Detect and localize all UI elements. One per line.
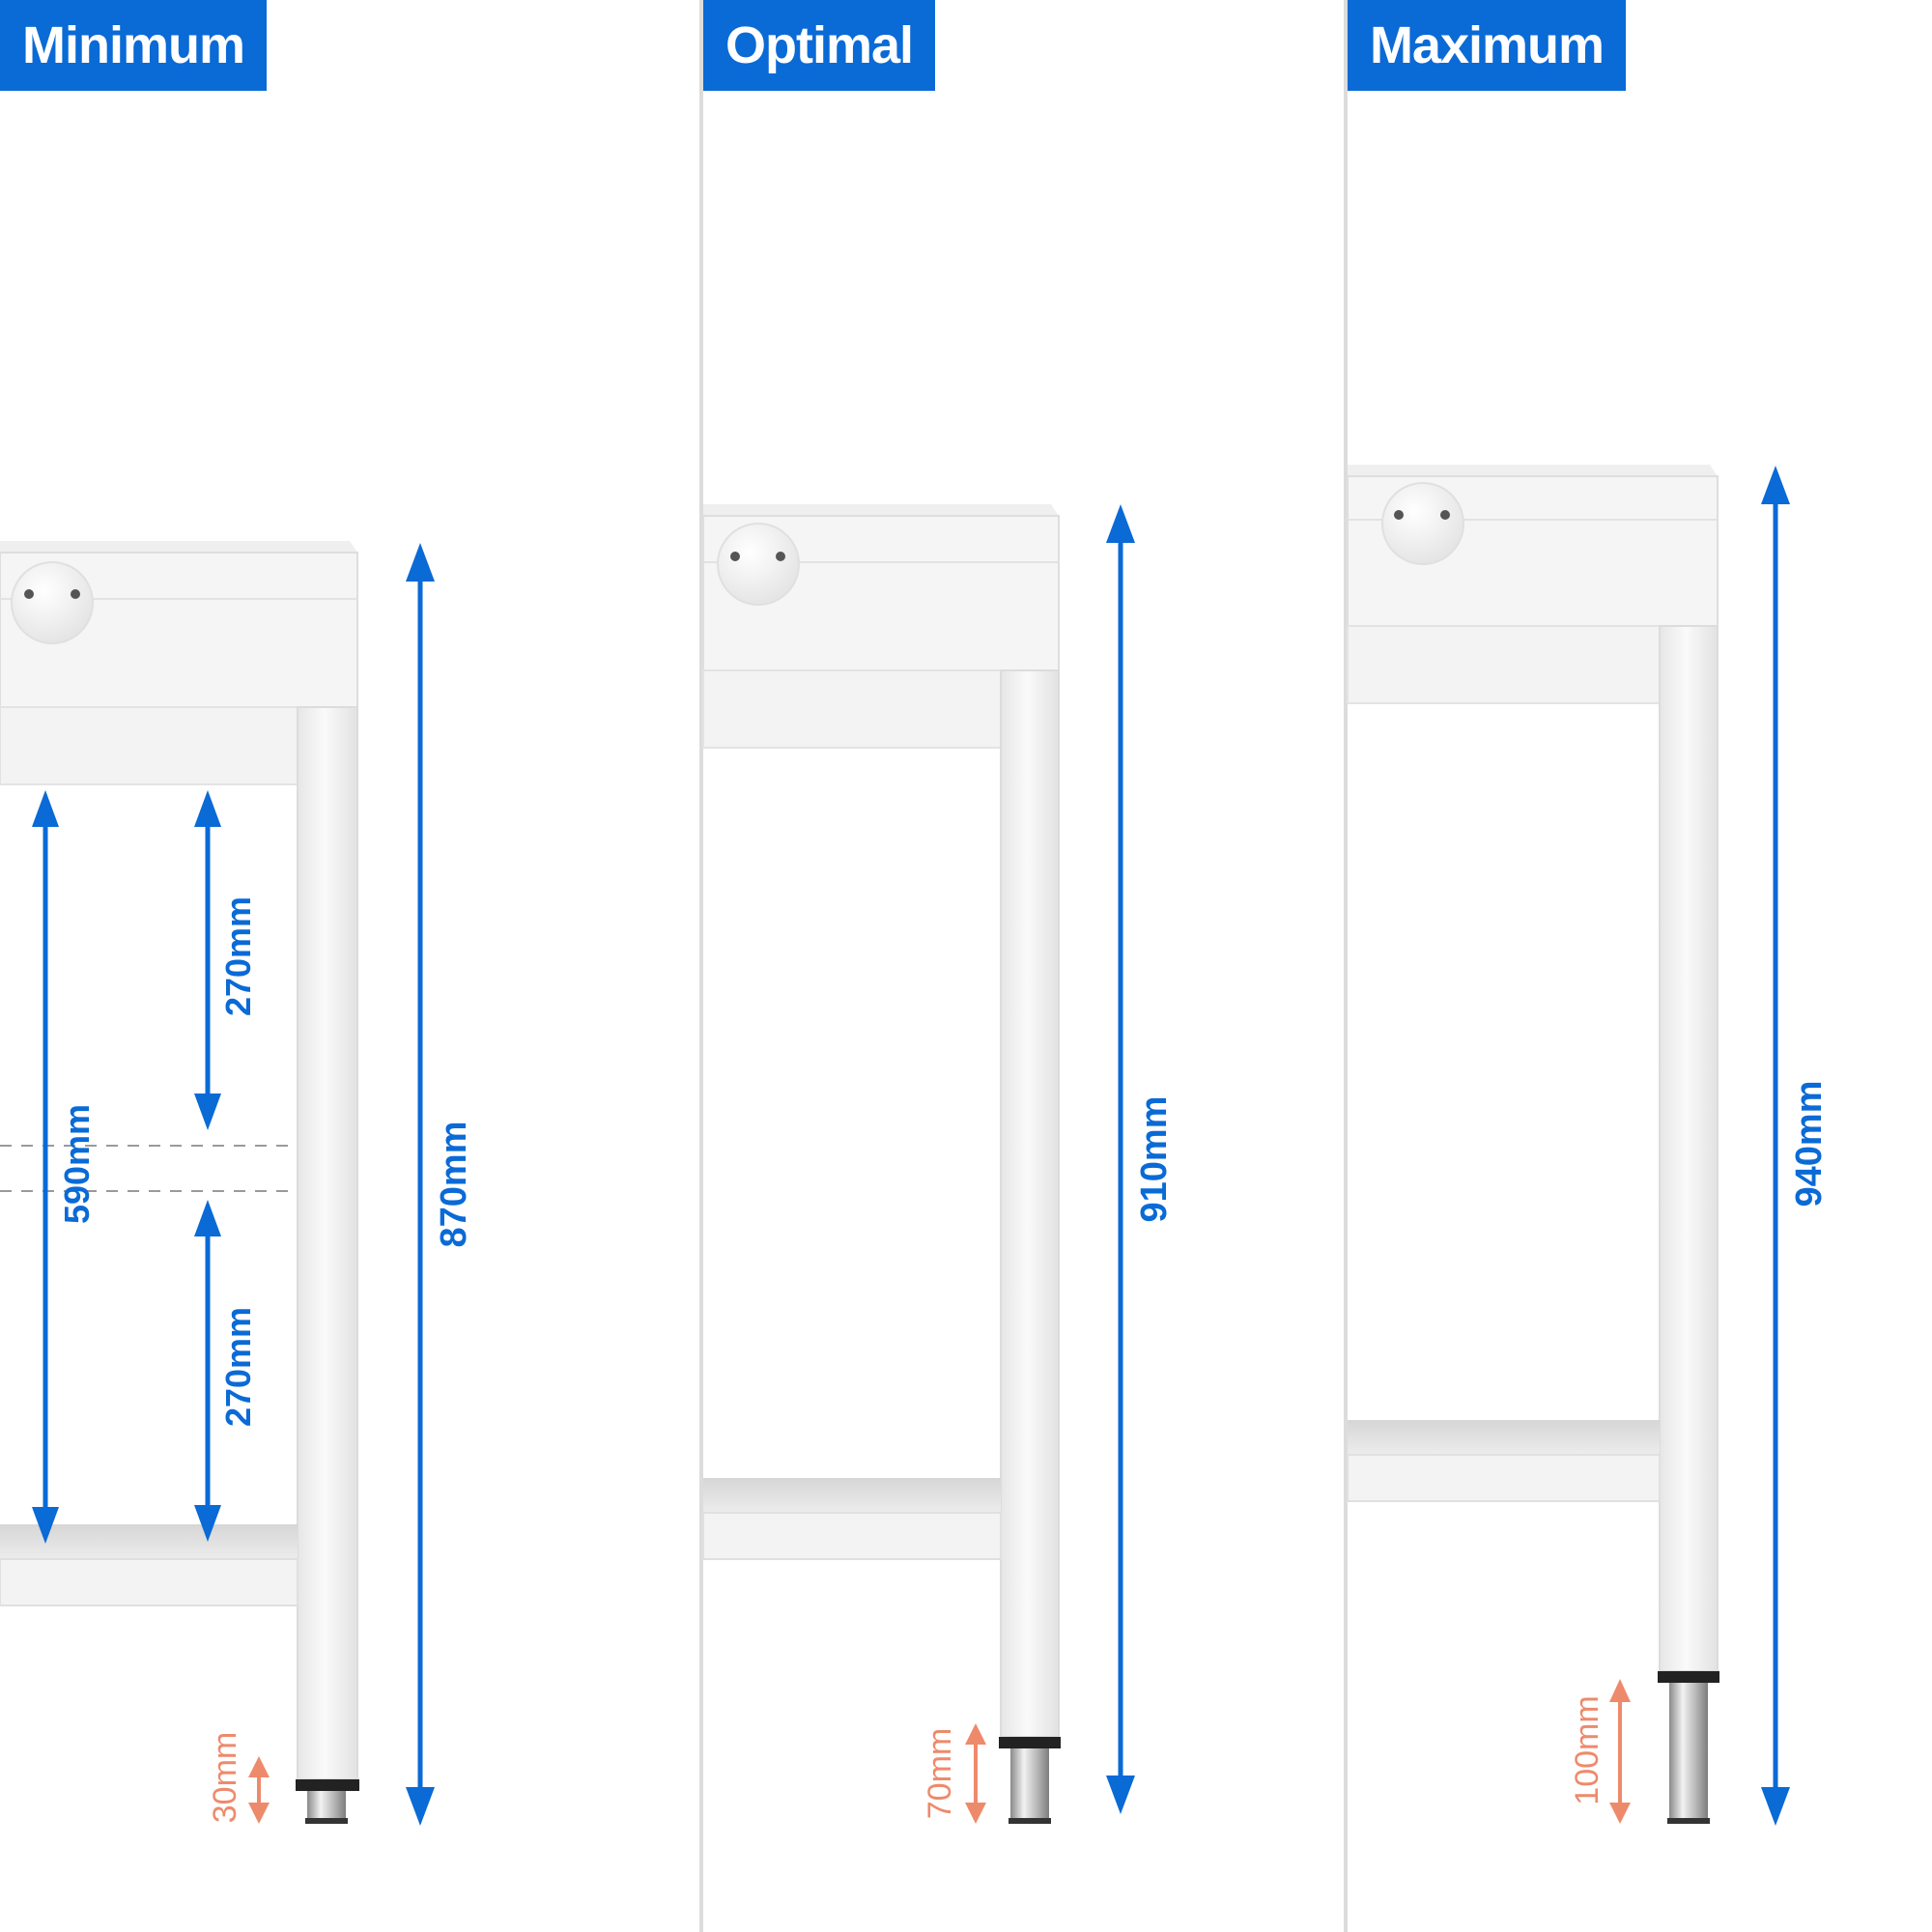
minimum-inner-height-label: 590mm	[57, 1104, 97, 1224]
minimum-lower-gap-arrow	[194, 1200, 221, 1542]
optimal-wall-bracket	[717, 523, 800, 606]
optimal-foot-adjust-label: 70mm	[922, 1728, 958, 1819]
optimal-screw-icon	[730, 552, 740, 561]
minimum-screw-icon	[71, 589, 80, 599]
maximum-foot-adjust-label: 100mm	[1569, 1695, 1605, 1804]
minimum-lower-rail	[0, 1558, 298, 1606]
maximum-foot-adjust-arrow	[1609, 1679, 1631, 1824]
minimum-total-height-arrow	[406, 543, 435, 1826]
maximum-total-height-arrow	[1761, 466, 1790, 1826]
optimal-foot-adjust-arrow	[965, 1723, 986, 1824]
maximum-leg	[1659, 625, 1719, 1672]
minimum-wall-bracket	[11, 561, 94, 644]
minimum-top-board-edge	[0, 541, 357, 553]
minimum-foot-cap	[296, 1779, 359, 1791]
maximum-title-badge: Maximum	[1348, 0, 1626, 91]
maximum-wall-bracket	[1381, 482, 1464, 565]
minimum-foot-adjust-arrow	[248, 1756, 270, 1824]
optimal-total-height-arrow	[1106, 504, 1135, 1814]
maximum-adjustable-foot	[1669, 1683, 1708, 1818]
maximum-lower-rail	[1347, 1454, 1661, 1502]
optimal-upper-rail	[702, 669, 1002, 749]
minimum-inner-height-arrow	[32, 790, 59, 1544]
optimal-foot-cap	[999, 1737, 1061, 1748]
optimal-leg	[1000, 669, 1060, 1738]
optimal-stand	[702, 504, 1061, 1824]
minimum-screw-icon	[24, 589, 34, 599]
maximum-lower-shelf	[1348, 1420, 1660, 1455]
optimal-adjustable-foot	[1010, 1748, 1049, 1818]
minimum-title-badge: Minimum	[0, 0, 267, 91]
maximum-screw-icon	[1440, 510, 1450, 520]
minimum-upper-rail	[0, 706, 300, 785]
maximum-foot-cap	[1658, 1671, 1719, 1683]
minimum-foot-adjust-label: 30mm	[207, 1732, 243, 1823]
maximum-total-height-label: 940mm	[1789, 1081, 1830, 1208]
maximum-screw-icon	[1394, 510, 1404, 520]
maximum-stand	[1347, 465, 1719, 1824]
minimum-upper-gap-arrow	[194, 790, 221, 1130]
panel-divider-left	[699, 0, 703, 1932]
maximum-upper-rail	[1347, 625, 1661, 704]
minimum-stand	[0, 541, 359, 1824]
optimal-title-badge: Optimal	[703, 0, 935, 91]
minimum-lower-gap-label: 270mm	[218, 1307, 258, 1427]
optimal-screw-icon	[776, 552, 785, 561]
minimum-leg	[297, 706, 358, 1780]
minimum-total-height-label: 870mm	[434, 1122, 474, 1248]
optimal-lower-rail	[702, 1512, 1002, 1560]
minimum-upper-gap-label: 270mm	[218, 896, 258, 1016]
optimal-total-height-label: 910mm	[1134, 1096, 1175, 1223]
panel-divider-right	[1344, 0, 1348, 1932]
optimal-lower-shelf	[703, 1478, 1001, 1513]
minimum-adjustable-foot	[307, 1791, 346, 1818]
